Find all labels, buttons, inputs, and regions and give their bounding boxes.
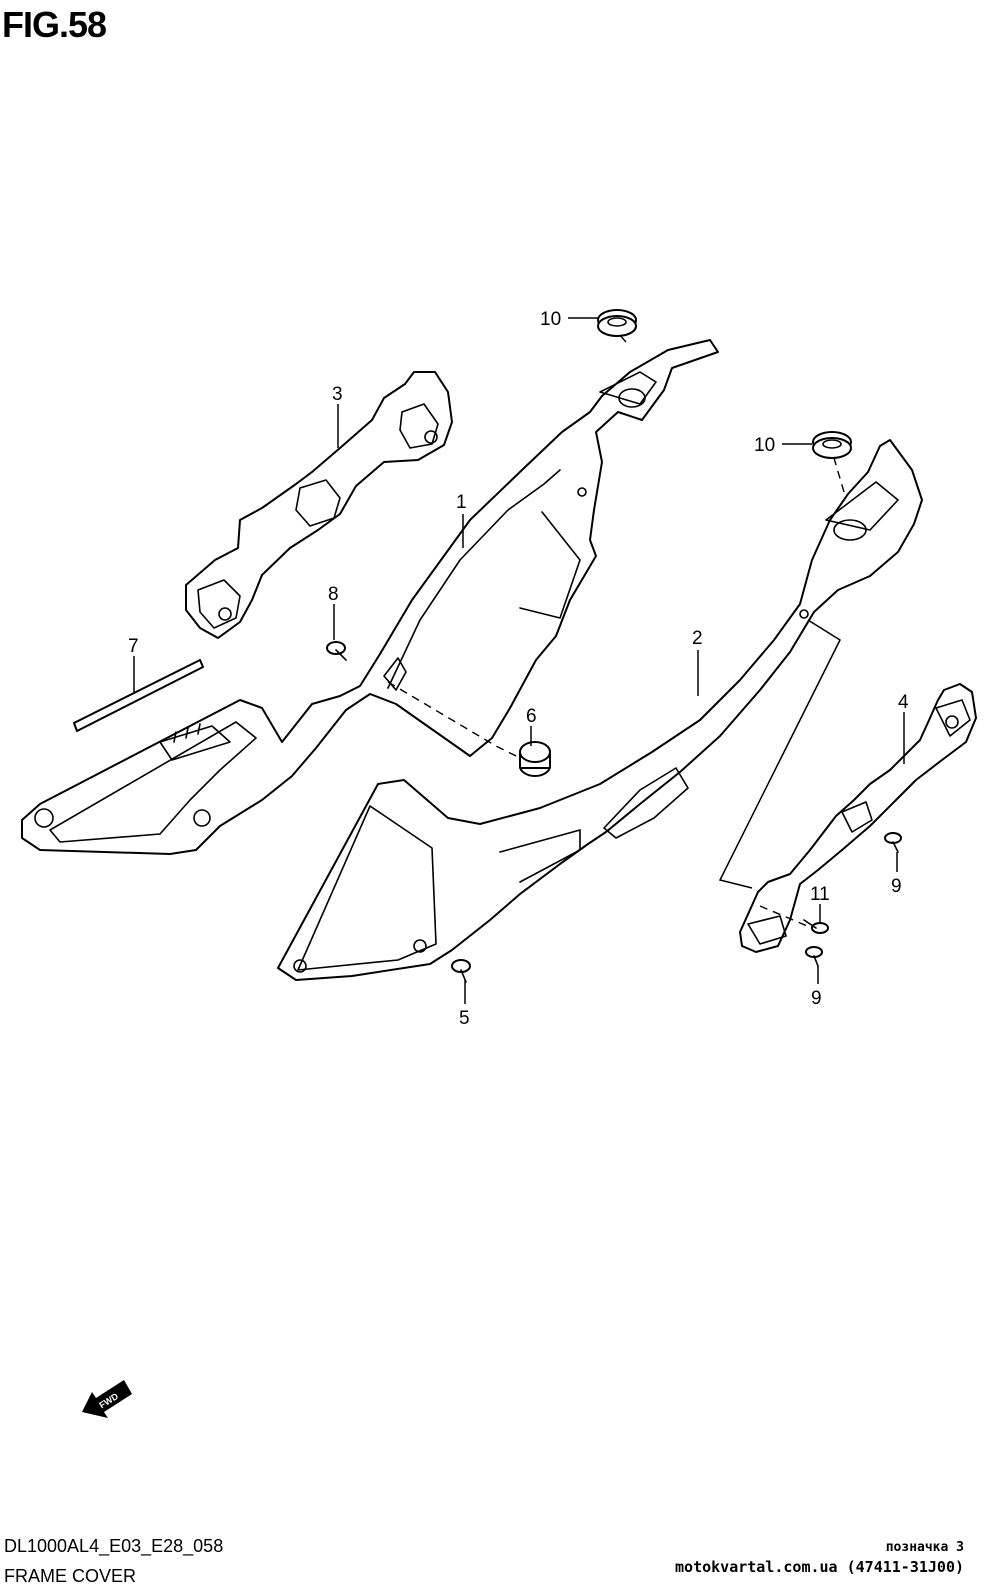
part-9-screw-upper: [884, 832, 902, 853]
callout-10-left: 10: [540, 309, 561, 330]
section-title: FRAME COVER: [4, 1566, 137, 1586]
part-7-strip: [73, 659, 204, 732]
part-10-grommet-left: [597, 309, 637, 337]
assembly-guide-line: [833, 457, 845, 493]
part-2-side-cover: [277, 439, 923, 981]
assembly-guide-line: [387, 681, 521, 759]
assembly-guide-line: [759, 905, 813, 929]
part-6-damper: [519, 741, 551, 777]
callout-9-lower: 9: [811, 988, 822, 1009]
assembly-guide-line: [616, 331, 627, 343]
part-3-bracket: [185, 371, 453, 639]
watermark-site: motokvartal.com.ua (47411-31J00): [675, 1558, 964, 1576]
watermark-mark: позначка 3: [885, 1540, 964, 1555]
callout-9-upper: 9: [891, 876, 902, 897]
callout-4: 4: [898, 692, 909, 713]
part-10-grommet-right: [812, 431, 852, 459]
assembly-guide-line: [718, 619, 841, 889]
part-1-side-cover: [21, 339, 719, 855]
callout-1: 1: [456, 492, 467, 513]
figure-title: FIG.58: [2, 4, 107, 45]
part-11-screw: [803, 919, 829, 934]
fwd-arrow-icon: FWD: [82, 1380, 132, 1418]
callout-5: 5: [459, 1008, 470, 1029]
callout-11: 11: [810, 884, 830, 905]
part-4-bracket: [739, 683, 977, 953]
diagram-code: DL1000AL4_E03_E28_058: [4, 1536, 224, 1556]
callout-3: 3: [332, 384, 343, 405]
callout-8: 8: [328, 584, 339, 605]
callout-6: 6: [526, 706, 537, 727]
part-9-screw-lower: [805, 946, 823, 967]
callout-2: 2: [692, 628, 703, 649]
callout-7: 7: [128, 636, 139, 657]
leader-lines: [133, 317, 905, 1004]
part-8-screw: [326, 641, 347, 661]
part-5-screw: [451, 959, 471, 983]
callout-10-right: 10: [754, 435, 775, 456]
